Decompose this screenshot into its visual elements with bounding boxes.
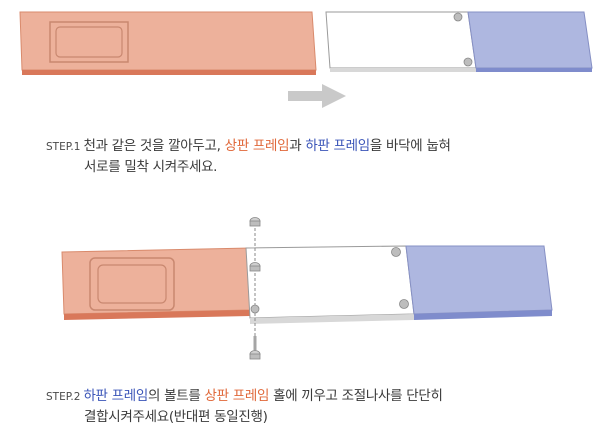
step2-text-line2: 결합시켜주세요(반대편 동일진행) [84,409,268,425]
step1-text-line2: 서로를 밀착 시켜주세요. [84,159,218,175]
step2-text-a: 의 볼트를 [148,388,205,404]
lower-frame-assembled [405,245,553,320]
upper-frame-separated [19,11,317,75]
middle-plate-assembled [245,245,415,324]
step2-text-b: 홀에 끼우고 조절나사를 단단히 [269,388,443,404]
step1-text-a: 천과 같은 것을 깔아두고, [83,138,225,154]
step2-number: STEP.2 [46,391,81,403]
step1-upper-frame-label: 상판 프레임 [224,138,290,154]
upper-frame-assembled [61,247,251,320]
middle-plate-separated [325,11,477,72]
step1-lower-frame-label: 하판 프레임 [305,138,370,154]
step2-upper-frame-label: 상판 프레임 [204,388,270,404]
step1-illustration [19,11,593,108]
lower-frame-separated [467,11,593,72]
step1-text-b: 과 [289,138,306,154]
step1-text-c: 을 바닥에 눕혀 [369,138,451,154]
arrow-right-icon [288,84,346,108]
step2-lower-frame-label: 하판 프레임 [83,388,149,404]
step1-number: STEP.1 [46,141,81,153]
bolt-assembly [249,217,261,360]
